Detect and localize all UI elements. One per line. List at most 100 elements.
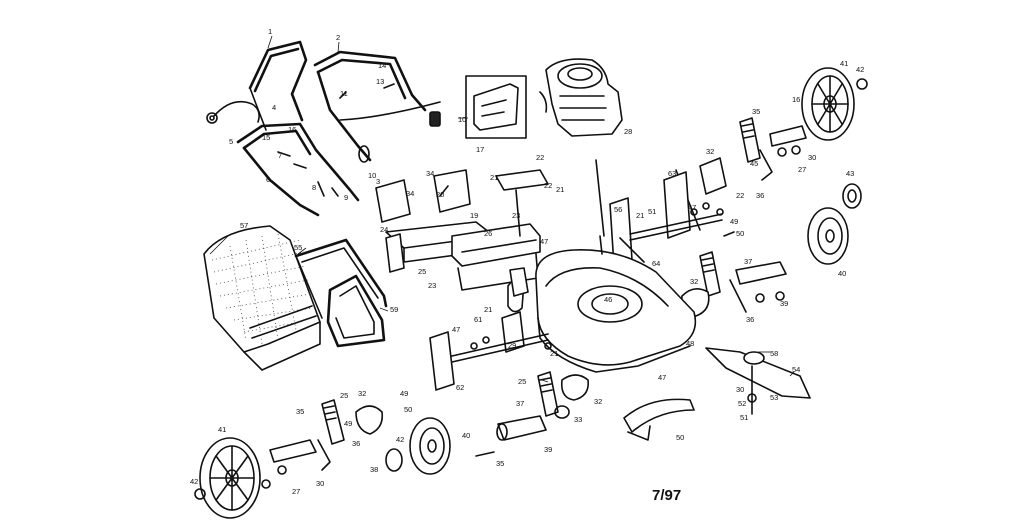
part-label-49: 49 bbox=[730, 217, 738, 226]
part-label-50: 50 bbox=[404, 405, 412, 414]
part-label-30: 30 bbox=[808, 153, 816, 162]
part-label-24: 24 bbox=[380, 225, 388, 234]
part-label-29: 29 bbox=[508, 341, 516, 350]
leader-lines bbox=[209, 35, 795, 383]
part-label-58: 58 bbox=[770, 349, 778, 358]
wheel-front-right bbox=[807, 183, 862, 265]
lower-handle bbox=[236, 122, 360, 217]
part-label-32: 32 bbox=[358, 389, 366, 398]
wheel-rear-right bbox=[801, 67, 868, 141]
part-label-40: 40 bbox=[462, 431, 470, 440]
part-label-30: 30 bbox=[736, 385, 744, 394]
rear-axle-bracket bbox=[609, 171, 735, 267]
part-label-64: 64 bbox=[652, 259, 660, 268]
part-label-36: 36 bbox=[756, 191, 764, 200]
bag-frame bbox=[294, 238, 388, 319]
part-label-51: 51 bbox=[648, 207, 656, 216]
part-label-37: 37 bbox=[516, 399, 524, 408]
part-label-32: 32 bbox=[594, 397, 602, 406]
grass-catcher-bag bbox=[203, 225, 321, 371]
mower-deck bbox=[535, 159, 697, 373]
part-label-23: 23 bbox=[428, 281, 436, 290]
rear-left-height-adjuster bbox=[261, 399, 384, 489]
part-label-2: 2 bbox=[336, 33, 340, 42]
date-code: 7/97 bbox=[652, 487, 681, 504]
bag-frame-lower bbox=[326, 274, 386, 348]
part-label-47: 47 bbox=[658, 373, 666, 382]
part-label-21: 21 bbox=[484, 305, 492, 314]
part-label-16: 16 bbox=[792, 95, 800, 104]
part-label-49: 49 bbox=[344, 419, 352, 428]
part-number-labels: 1234567891010111314151616171920212121212… bbox=[190, 27, 864, 496]
part-label-42: 42 bbox=[190, 477, 198, 486]
part-label-10: 10 bbox=[368, 171, 376, 180]
rear-door-assembly bbox=[375, 169, 549, 291]
front-left-height-adjuster bbox=[475, 371, 590, 457]
part-label-19: 19 bbox=[470, 211, 478, 220]
part-label-22: 22 bbox=[544, 181, 552, 190]
part-label-9: 9 bbox=[344, 193, 348, 202]
part-label-38: 38 bbox=[370, 465, 378, 474]
part-label-46: 46 bbox=[604, 295, 612, 304]
part-label-56: 56 bbox=[614, 205, 622, 214]
part-label-54: 54 bbox=[792, 365, 800, 374]
part-label-1: 1 bbox=[268, 27, 272, 36]
part-label-23: 23 bbox=[512, 211, 520, 220]
part-label-62: 62 bbox=[456, 383, 464, 392]
part-label-25: 25 bbox=[418, 267, 426, 276]
control-cable bbox=[206, 83, 441, 197]
blade bbox=[705, 347, 811, 415]
upper-handle bbox=[248, 40, 308, 131]
baffle bbox=[623, 398, 695, 441]
engine-control-box bbox=[465, 75, 527, 139]
mid-handle bbox=[313, 50, 441, 162]
part-label-21: 21 bbox=[556, 185, 564, 194]
part-label-32: 32 bbox=[706, 147, 714, 156]
part-label-22: 22 bbox=[736, 191, 744, 200]
part-label-49: 49 bbox=[400, 389, 408, 398]
part-label-51: 51 bbox=[740, 413, 748, 422]
part-label-43: 43 bbox=[846, 169, 854, 178]
part-label-59: 59 bbox=[390, 305, 398, 314]
part-label-41: 41 bbox=[218, 425, 226, 434]
part-label-13: 13 bbox=[376, 77, 384, 86]
rear-right-height-adjuster bbox=[675, 117, 807, 231]
part-label-6: 6 bbox=[266, 175, 270, 184]
part-label-10: 10 bbox=[458, 115, 466, 124]
part-label-30: 30 bbox=[316, 479, 324, 488]
part-label-33: 33 bbox=[574, 415, 582, 424]
part-label-20: 20 bbox=[436, 190, 444, 199]
part-label-26: 26 bbox=[484, 229, 492, 238]
part-label-27: 27 bbox=[292, 487, 300, 496]
part-label-21: 21 bbox=[490, 173, 498, 182]
part-label-47: 47 bbox=[540, 237, 548, 246]
part-label-48: 48 bbox=[686, 339, 694, 348]
part-label-35: 35 bbox=[752, 107, 760, 116]
part-label-34: 34 bbox=[406, 189, 414, 198]
part-label-47: 47 bbox=[688, 203, 696, 212]
part-label-55: 55 bbox=[294, 243, 302, 252]
part-label-37: 37 bbox=[744, 257, 752, 266]
part-label-35: 35 bbox=[296, 407, 304, 416]
part-label-25: 25 bbox=[340, 391, 348, 400]
part-label-15: 15 bbox=[262, 133, 270, 142]
part-label-25: 25 bbox=[518, 377, 526, 386]
part-label-4: 4 bbox=[272, 103, 276, 112]
part-label-42: 42 bbox=[856, 65, 864, 74]
part-label-5: 5 bbox=[229, 137, 233, 146]
part-label-61: 61 bbox=[474, 315, 482, 324]
part-label-32: 32 bbox=[690, 277, 698, 286]
wheel-rear-left bbox=[194, 437, 261, 519]
part-label-50: 50 bbox=[676, 433, 684, 442]
part-label-21: 21 bbox=[550, 349, 558, 358]
part-label-57: 57 bbox=[240, 221, 248, 230]
part-label-7: 7 bbox=[278, 151, 282, 160]
part-label-41: 41 bbox=[840, 59, 848, 68]
part-label-63: 63 bbox=[668, 169, 676, 178]
part-label-22: 22 bbox=[536, 153, 544, 162]
part-label-45: 45 bbox=[750, 159, 758, 168]
part-label-17: 17 bbox=[476, 145, 484, 154]
engine bbox=[539, 58, 623, 137]
